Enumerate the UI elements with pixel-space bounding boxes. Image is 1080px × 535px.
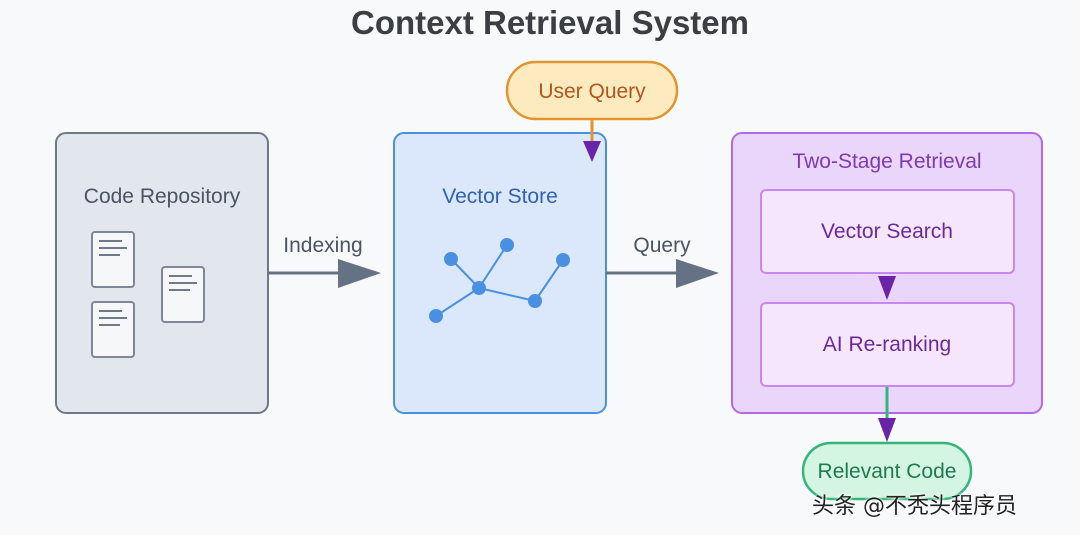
vector-graph-icon bbox=[429, 238, 570, 323]
vector-search-label: Vector Search bbox=[821, 220, 953, 243]
ai-reranking-node: AI Re-ranking bbox=[760, 302, 1015, 387]
document-icon bbox=[91, 231, 135, 288]
indexing-label: Indexing bbox=[283, 234, 362, 257]
vector-store-label: Vector Store bbox=[442, 185, 558, 208]
relevant-code-node: Relevant Code bbox=[801, 441, 973, 501]
document-icon bbox=[91, 301, 135, 358]
query-arrow: Query bbox=[606, 234, 719, 288]
vector-store-node: Vector Store bbox=[393, 132, 607, 414]
user-query-label: User Query bbox=[538, 80, 646, 103]
two-stage-retrieval-label: Two-Stage Retrieval bbox=[792, 150, 981, 173]
arrow-head-icon bbox=[878, 276, 896, 300]
document-icon bbox=[161, 266, 205, 323]
watermark: 头条 @不秃头程序员 bbox=[812, 494, 1017, 519]
arrow-head-icon bbox=[583, 141, 601, 162]
code-repository-node: Code Repository bbox=[55, 132, 269, 414]
arrow-head-icon bbox=[878, 418, 896, 442]
code-repository-label: Code Repository bbox=[84, 185, 241, 208]
relevant-code-label: Relevant Code bbox=[818, 460, 957, 483]
vector-search-node: Vector Search bbox=[760, 189, 1015, 274]
diagram-title: Context Retrieval System bbox=[351, 4, 749, 41]
output-arrow bbox=[878, 387, 896, 442]
ai-reranking-label: AI Re-ranking bbox=[823, 333, 951, 356]
user-query-node: User Query bbox=[505, 60, 679, 162]
indexing-arrow: Indexing bbox=[268, 234, 381, 288]
query-label: Query bbox=[633, 234, 691, 257]
two-stage-retrieval-node: Two-Stage Retrieval Vector Search AI Re-… bbox=[731, 132, 1043, 414]
